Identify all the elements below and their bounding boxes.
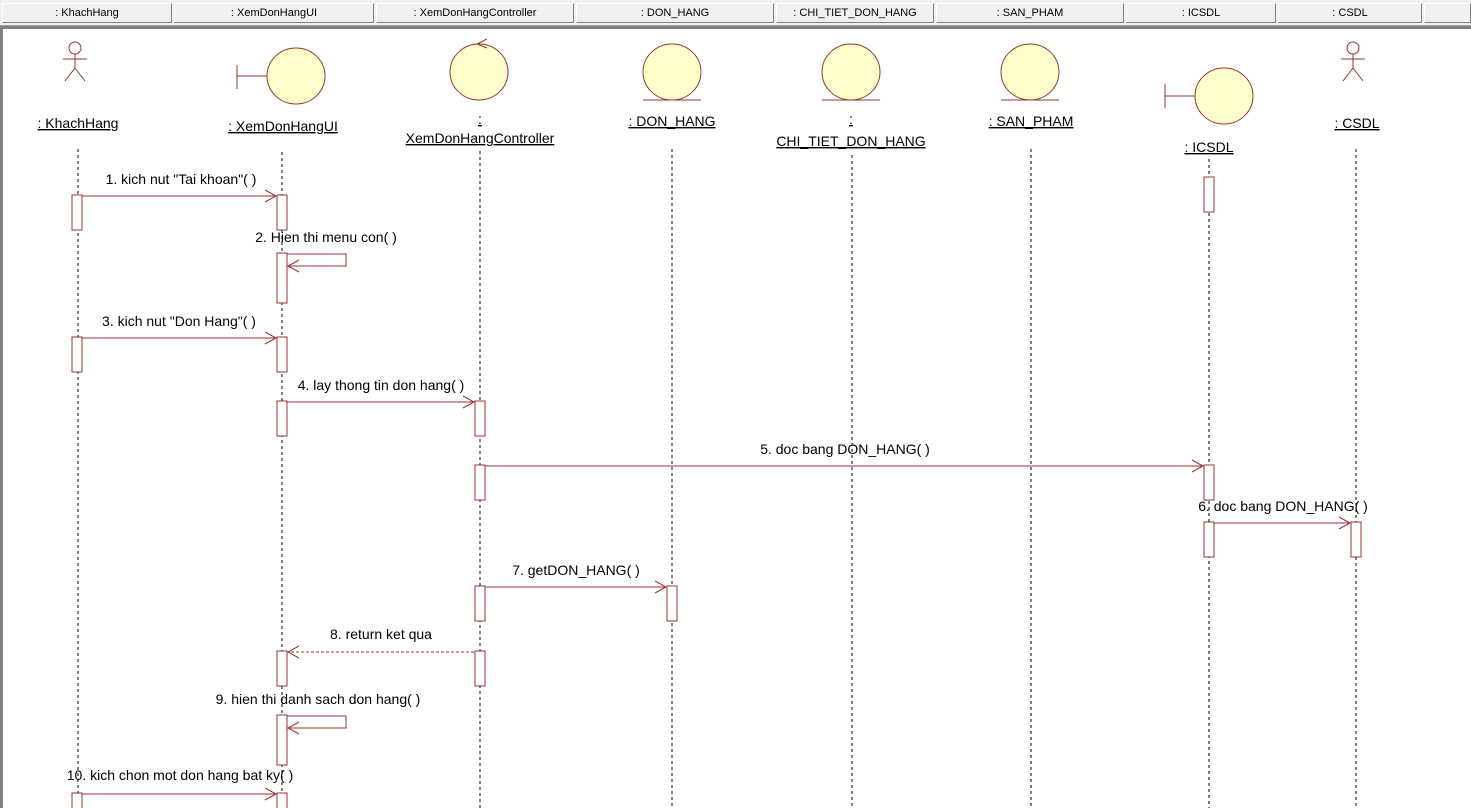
- message-2-self[interactable]: 2. Hien thi menu con( ): [255, 229, 397, 273]
- lifeline-header-bar: : KhachHang : XemDonHangUI : XemDonHangC…: [0, 0, 1471, 26]
- message-label: 4. lay thong tin don hang( ): [298, 377, 465, 393]
- activation-box[interactable]: [1203, 521, 1215, 558]
- message-label: 3. kich nut "Don Hang"( ): [102, 313, 256, 329]
- message-5[interactable]: 5. doc bang DON_HANG( ): [485, 441, 1205, 473]
- message-1[interactable]: 1. kich nut "Tai khoan"( ): [82, 171, 278, 203]
- activation-box[interactable]: [71, 336, 83, 373]
- message-label: 7. getDON_HANG( ): [512, 562, 640, 578]
- lifeline-khachhang[interactable]: : KhachHang: [38, 41, 119, 808]
- header-cell-empty: [1424, 3, 1471, 23]
- lifeline-label: :: [478, 111, 482, 127]
- header-cell-san-pham[interactable]: : SAN_PHAM: [936, 3, 1124, 23]
- message-9-self[interactable]: 9. hien thi danh sach don hang( ): [216, 691, 421, 735]
- lifeline-label: : SAN_PHAM: [989, 113, 1074, 129]
- activation-box[interactable]: [276, 714, 288, 766]
- activation-box[interactable]: [474, 650, 486, 687]
- activation-box[interactable]: [1203, 176, 1215, 213]
- diagram-canvas[interactable]: : KhachHang : XemDonHangUI : XemDonHangC…: [0, 26, 1471, 808]
- header-cell-don-hang[interactable]: : DON_HANG: [576, 3, 774, 23]
- activation-box[interactable]: [666, 585, 678, 622]
- lifeline-label-line2: CHI_TIET_DON_HANG: [776, 133, 925, 149]
- lifeline-label: : ICSDL: [1184, 139, 1233, 155]
- message-label: 6. doc bang DON_HANG( ): [1198, 498, 1368, 514]
- control-icon: [449, 38, 509, 101]
- message-10[interactable]: 10. kich chon mot don hang bat ky( ): [67, 767, 293, 801]
- message-6[interactable]: 6. doc bang DON_HANG( ): [1198, 498, 1368, 530]
- message-7[interactable]: 7. getDON_HANG( ): [485, 562, 668, 594]
- header-cell-chi-tiet-don-hang[interactable]: : CHI_TIET_DON_HANG: [776, 3, 934, 23]
- lifeline-chi-tiet-don-hang[interactable]: : CHI_TIET_DON_HANG: [776, 43, 926, 808]
- message-4[interactable]: 4. lay thong tin don hang( ): [287, 377, 476, 409]
- activation-box[interactable]: [474, 464, 486, 501]
- activation-box[interactable]: [474, 585, 486, 622]
- entity-icon: [821, 43, 881, 101]
- lifeline-label-line2: XemDonHangController: [406, 130, 555, 146]
- message-3[interactable]: 3. kich nut "Don Hang"( ): [82, 313, 278, 345]
- actor-icon: [1341, 41, 1365, 82]
- header-cell-xemdonhangui[interactable]: : XemDonHangUI: [174, 3, 374, 23]
- lifeline-csdl[interactable]: : CSDL: [1334, 41, 1380, 808]
- entity-icon: [642, 43, 702, 101]
- header-cell-xemdonhangcontroller[interactable]: : XemDonHangController: [376, 3, 574, 23]
- boundary-icon: [1164, 67, 1254, 125]
- activation-box[interactable]: [276, 194, 288, 231]
- lifeline-label: : XemDonHangUI: [228, 118, 338, 134]
- lifeline-label: : DON_HANG: [628, 113, 715, 129]
- message-label: 8. return ket qua: [330, 626, 432, 642]
- activations: [71, 176, 1362, 808]
- lifeline-san-pham[interactable]: : SAN_PHAM: [989, 43, 1074, 808]
- header-cell-icsdl[interactable]: : ICSDL: [1126, 3, 1276, 23]
- message-label: 10. kich chon mot don hang bat ky( ): [67, 767, 293, 783]
- activation-box[interactable]: [71, 792, 83, 808]
- lifeline-label: : CSDL: [1334, 115, 1379, 131]
- entity-icon: [1000, 43, 1060, 101]
- activation-box[interactable]: [276, 650, 288, 687]
- message-8-return[interactable]: 8. return ket qua: [286, 626, 474, 659]
- message-label: 1. kich nut "Tai khoan"( ): [106, 171, 257, 187]
- actor-icon: [63, 41, 87, 82]
- header-cell-khachhang[interactable]: : KhachHang: [2, 3, 172, 23]
- lifeline-label: :: [849, 111, 853, 127]
- activation-box[interactable]: [276, 400, 288, 437]
- message-label: 5. doc bang DON_HANG( ): [760, 441, 930, 457]
- activation-box[interactable]: [276, 792, 288, 808]
- message-label: 9. hien thi danh sach don hang( ): [216, 691, 421, 707]
- activation-box[interactable]: [276, 336, 288, 373]
- activation-box[interactable]: [71, 194, 83, 231]
- message-label: 2. Hien thi menu con( ): [255, 229, 397, 245]
- boundary-icon: [236, 47, 326, 105]
- lifeline-icsdl[interactable]: : ICSDL: [1164, 67, 1254, 808]
- activation-box[interactable]: [1203, 464, 1215, 501]
- activation-box[interactable]: [474, 400, 486, 437]
- activation-box[interactable]: [276, 252, 288, 304]
- lifeline-label: : KhachHang: [38, 115, 119, 131]
- activation-box[interactable]: [1350, 521, 1362, 558]
- lifeline-don-hang[interactable]: : DON_HANG: [628, 43, 716, 808]
- lifeline-xemdonhangcontroller[interactable]: : XemDonHangController: [406, 38, 555, 808]
- sequence-diagram: : KhachHang : XemDonHangUI : XemDonHangC…: [38, 38, 1380, 808]
- header-cell-csdl[interactable]: : CSDL: [1278, 3, 1422, 23]
